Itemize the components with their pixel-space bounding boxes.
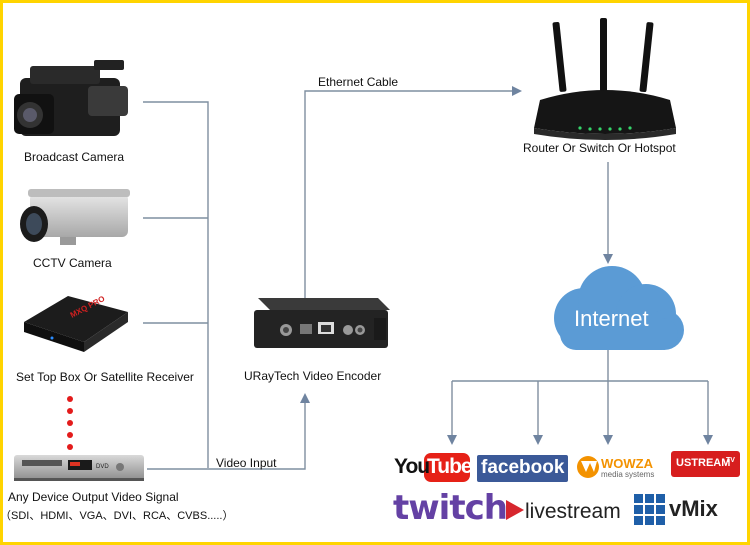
facebook-box <box>477 455 568 482</box>
ustream-logo: USTREAM <box>676 457 731 469</box>
livestream-logo: livestream <box>525 500 621 523</box>
ellipsis-dots <box>67 396 73 450</box>
connection-lines <box>143 86 713 470</box>
youtube-logo-you: You <box>394 455 430 478</box>
vmix-grid <box>634 494 665 525</box>
label-set-top-box: Set Top Box Or Satellite Receiver <box>16 370 194 384</box>
internet-cloud <box>554 266 684 350</box>
video-encoder-image <box>254 298 390 348</box>
label-cctv-camera: CCTV Camera <box>33 256 112 270</box>
label-any-device-line2: （SDI、HDMI、VGA、DVI、RCA、CVBS.....） <box>0 510 234 522</box>
ustream-box <box>671 451 740 477</box>
dvd-badge: DVD <box>96 464 109 470</box>
label-broadcast-camera: Broadcast Camera <box>24 150 125 164</box>
facebook-logo: facebook <box>481 457 565 478</box>
livestream-mark <box>506 500 524 520</box>
label-any-device-line1: Any Device Output Video Signal <box>8 490 179 504</box>
label-router: Router Or Switch Or Hotspot <box>523 141 676 155</box>
vmix-logo: vMix <box>669 496 718 521</box>
cctv-camera-image <box>20 189 130 245</box>
router-leds <box>578 126 632 131</box>
line-ethernet-cable <box>304 86 522 298</box>
line-video-input <box>147 393 310 470</box>
label-internet: Internet <box>574 306 649 331</box>
label-encoder: URayTech Video Encoder <box>244 369 382 383</box>
wowza-logo: WOWZA <box>601 456 653 471</box>
youtube-logo-tube: Tube <box>427 455 473 478</box>
wowza-subtitle: media systems <box>601 470 655 479</box>
label-video-input: Video Input <box>216 456 277 470</box>
ustream-tv: TV <box>726 457 735 464</box>
broadcast-camera-image <box>14 60 128 136</box>
twitch-logo: twitch <box>393 488 508 528</box>
router-image <box>534 18 676 140</box>
dvd-player-image <box>14 455 144 481</box>
youtube-tube-box <box>424 453 470 482</box>
line-broadcast-camera <box>143 101 209 468</box>
set-top-box-image <box>24 296 128 352</box>
label-ethernet-cable: Ethernet Cable <box>318 75 399 89</box>
